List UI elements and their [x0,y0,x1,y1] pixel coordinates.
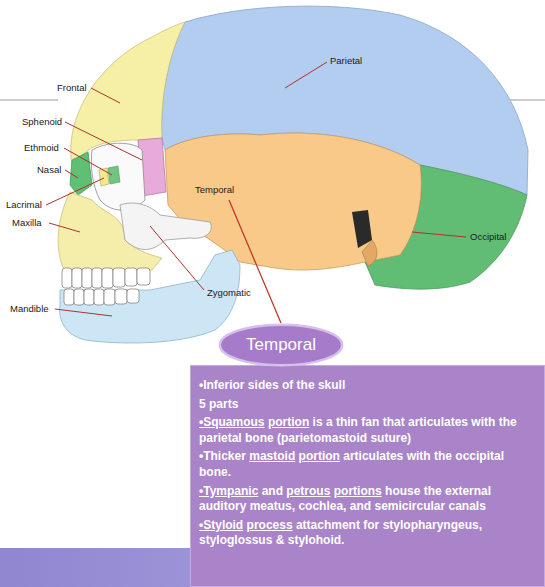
bone-label: Zygomatic [207,287,251,298]
tooth [102,268,113,288]
leader-line [229,200,281,323]
bullet-text: •Thicker mastoid portion articulates wit… [199,449,538,480]
bone-label: Ethmoid [24,142,59,153]
eye-orbit [91,143,145,210]
leader-line [65,170,78,178]
title-ellipse: Temporal [218,323,344,367]
leader-line [65,122,142,160]
tooth [127,289,139,303]
bone-label: Temporal [195,184,234,195]
rule-line [0,100,58,101]
bone-label: Parietal [330,55,362,66]
bone-label: Nasal [37,164,61,175]
leader-line [49,223,80,232]
bullet-text: •Styloid process attachment for stylopha… [199,518,538,549]
node-title: Temporal [246,335,316,355]
leader-line [412,232,466,237]
ear-canal [352,210,372,248]
tooth [72,268,82,288]
tooth [115,289,127,304]
bone-label: Mandible [10,303,49,314]
tooth [104,289,115,305]
tooth [113,268,125,287]
bone-label: Occipital [470,231,506,242]
tooth [94,289,104,305]
leader-line [91,88,120,103]
bone-label: Lacrimal [6,199,42,210]
leader-line [150,226,204,290]
zygomatic-bone [120,203,211,249]
leader-line [285,62,327,88]
temporal-bone [165,133,421,270]
info-box: •Inferior sides of the skull 5 parts •Squa… [190,365,545,587]
ellipse-shape [220,325,342,365]
tooth [74,289,84,305]
ethmoid-bone [108,166,120,184]
bone-label: Frontal [57,82,87,93]
leader-line [46,178,104,205]
subheading: 5 parts [199,397,538,413]
bullet-text: •Squamous portion is a thin fan that art… [199,415,538,446]
bullet-text: •Tympanic and petrous portions house the… [199,484,538,515]
bullet-text: •Inferior sides of the skull [199,378,538,394]
tooth [125,268,137,286]
leader-line [55,309,112,316]
tooth [92,268,102,288]
leader-line [64,148,112,175]
tooth [137,268,150,285]
bone-label: Sphenoid [22,116,62,127]
bone-label: Maxilla [12,217,42,228]
tooth [62,268,72,288]
tooth [84,289,94,305]
tooth [64,289,74,305]
mastoid-process [362,240,377,266]
tooth [82,268,92,288]
